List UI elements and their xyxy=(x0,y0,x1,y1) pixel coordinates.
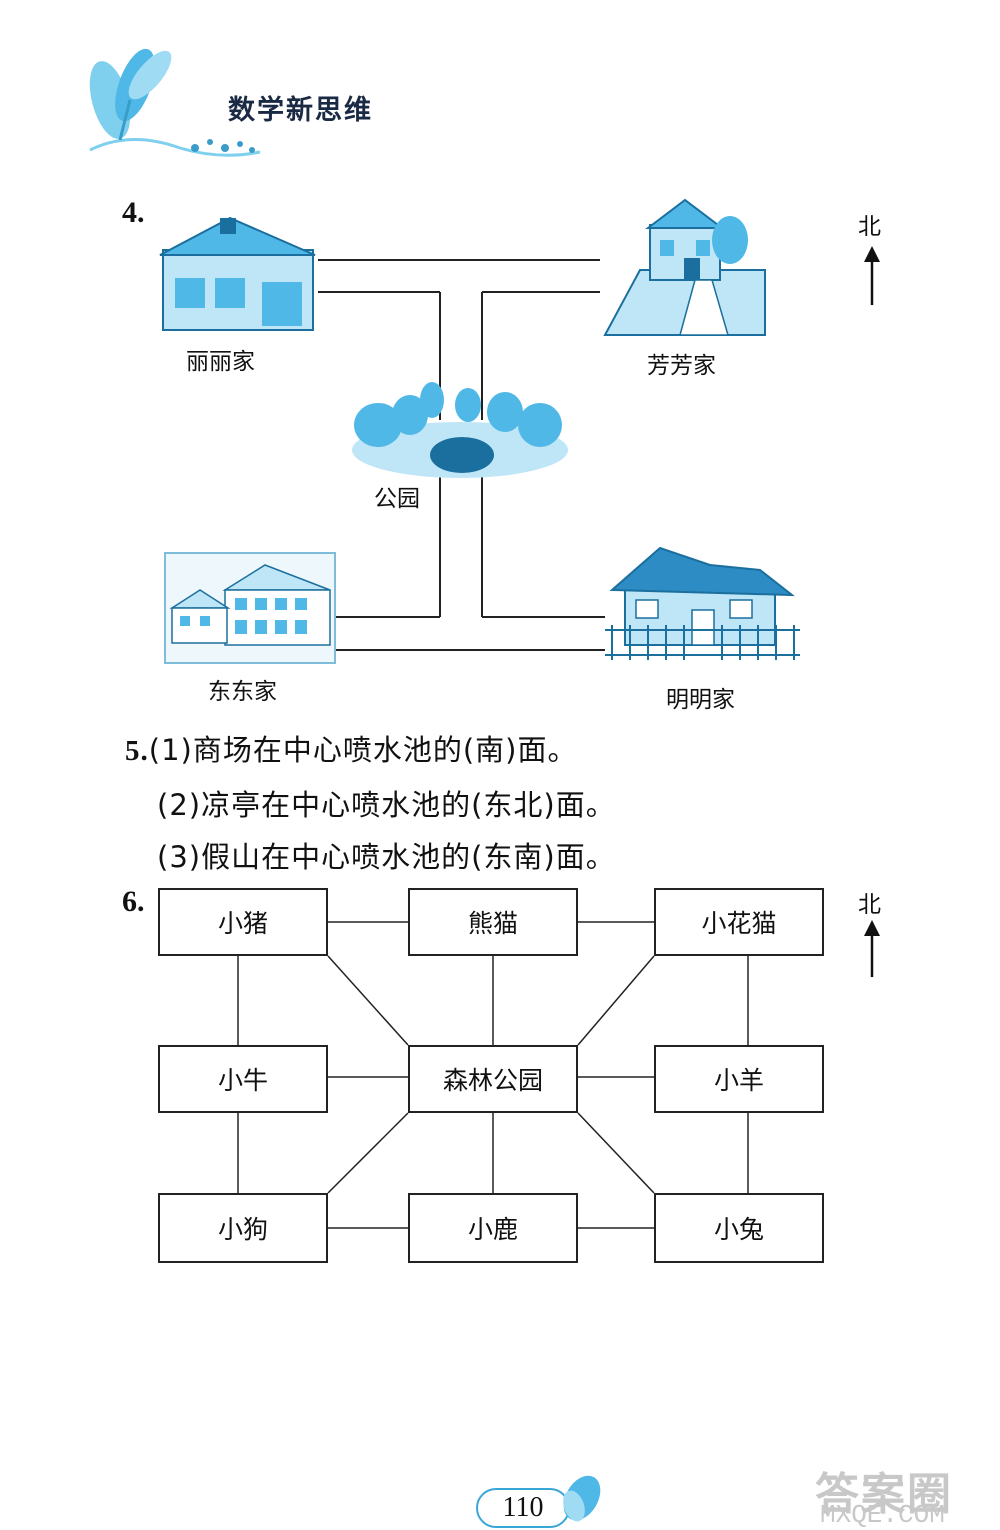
box-dog: 小狗 xyxy=(158,1193,328,1263)
mingming-house-icon xyxy=(605,546,800,660)
lili-house-icon xyxy=(159,216,316,331)
flower-decoration-icon xyxy=(89,48,261,157)
question-4-number: 4. xyxy=(122,196,145,229)
lili-home-label: 丽丽家 xyxy=(186,349,255,375)
box-deer: 小鹿 xyxy=(408,1193,578,1263)
question-5-number: 5. xyxy=(125,735,149,767)
q4-map xyxy=(159,198,880,664)
park-icon xyxy=(352,382,568,478)
q5-line-3: (3)假山在中心喷水池的(东南)面。 xyxy=(157,840,616,874)
dongdong-home-label: 东东家 xyxy=(208,679,277,705)
box-pig: 小猪 xyxy=(158,888,328,956)
park-label: 公园 xyxy=(374,486,420,512)
box-panda: 熊猫 xyxy=(408,888,578,956)
q6-north-label: 北 xyxy=(858,892,881,918)
header-title: 数学新思维 xyxy=(228,95,373,126)
q4-north-arrow-icon xyxy=(864,246,880,305)
watermark-logo: 答案圈 xyxy=(815,1469,953,1520)
q5-line-1-text: (1)商场在中心喷水池的(南)面。 xyxy=(148,733,578,767)
q4-north-label: 北 xyxy=(858,214,881,240)
fangfang-house-icon xyxy=(603,198,766,336)
q5-line-2: (2)凉亭在中心喷水池的(东北)面。 xyxy=(157,788,616,822)
box-cow: 小牛 xyxy=(158,1045,328,1113)
q5-line-1: 5.(1)商场在中心喷水池的(南)面。 xyxy=(125,727,577,769)
question-6-number: 6. xyxy=(122,885,145,918)
page-number: 110 xyxy=(476,1488,570,1528)
q6-connections xyxy=(237,920,880,1229)
box-forest-park: 森林公园 xyxy=(408,1045,578,1113)
fangfang-home-label: 芳芳家 xyxy=(647,353,716,379)
box-sheep: 小羊 xyxy=(654,1045,824,1113)
dongdong-house-icon xyxy=(164,552,336,664)
watermark-site: MXQE.COM xyxy=(820,1500,945,1530)
mingming-home-label: 明明家 xyxy=(666,687,735,713)
footer-flower-icon xyxy=(563,1475,601,1522)
q6-north-arrow-icon xyxy=(864,920,880,977)
box-rabbit: 小兔 xyxy=(654,1193,824,1263)
box-cat: 小花猫 xyxy=(654,888,824,956)
